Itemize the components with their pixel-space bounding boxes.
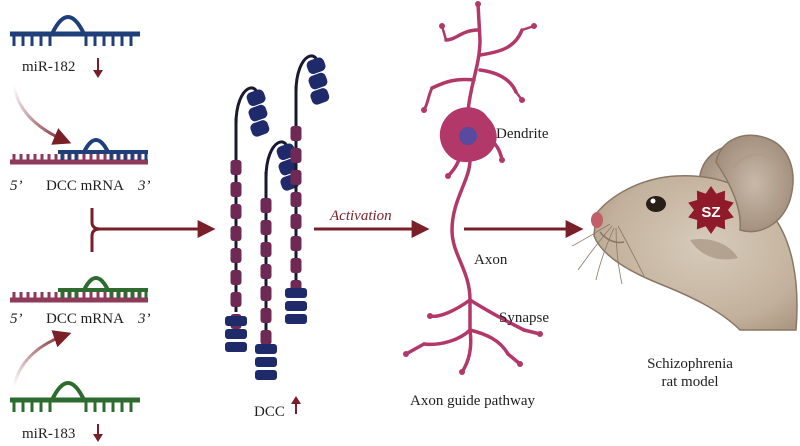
pathway-label: Axon guide pathway <box>410 393 535 409</box>
sz-badge-star <box>688 186 734 234</box>
dcc-receptors <box>225 54 330 380</box>
binding-arrow-bottom <box>12 330 72 387</box>
mrna-bottom-name: DCC mRNA <box>46 311 124 327</box>
mir182-label: miR-182 <box>22 59 75 75</box>
sz-badge-label: SZ <box>701 204 720 221</box>
model-label-line2: rat model <box>661 374 718 390</box>
axon-label: Axon <box>474 252 508 268</box>
down-arrow-icon <box>93 58 103 78</box>
dcc-receptor <box>225 86 270 352</box>
mrna-bottom-5prime: 5’ <box>10 311 23 327</box>
neuron-nucleus <box>459 127 477 145</box>
mrna-top-3prime: 3’ <box>137 178 151 194</box>
dcc-label: DCC <box>254 404 285 420</box>
mrna-top-name: DCC mRNA <box>46 178 124 194</box>
rat-illustration <box>571 134 798 331</box>
merge-arrow <box>90 208 216 252</box>
mrna-bottom-3prime: 3’ <box>137 311 151 327</box>
mir182-strand <box>10 15 140 46</box>
model-label-line1: Schizophrenia <box>647 356 733 372</box>
binding-arrow-top <box>12 85 72 145</box>
dendrite-label: Dendrite <box>496 126 549 142</box>
up-arrow-icon <box>291 396 301 414</box>
activation-label: Activation <box>329 208 392 224</box>
mir183-strand <box>10 381 140 412</box>
mrna-duplex-bottom <box>10 276 148 303</box>
dcc-receptor <box>285 54 330 324</box>
mrna-duplex-top <box>10 138 148 165</box>
mir183-label: miR-183 <box>22 426 75 442</box>
mrna-top-5prime: 5’ <box>10 178 23 194</box>
down-arrow-icon <box>93 424 103 442</box>
synapse-label: Synapse <box>499 310 549 326</box>
